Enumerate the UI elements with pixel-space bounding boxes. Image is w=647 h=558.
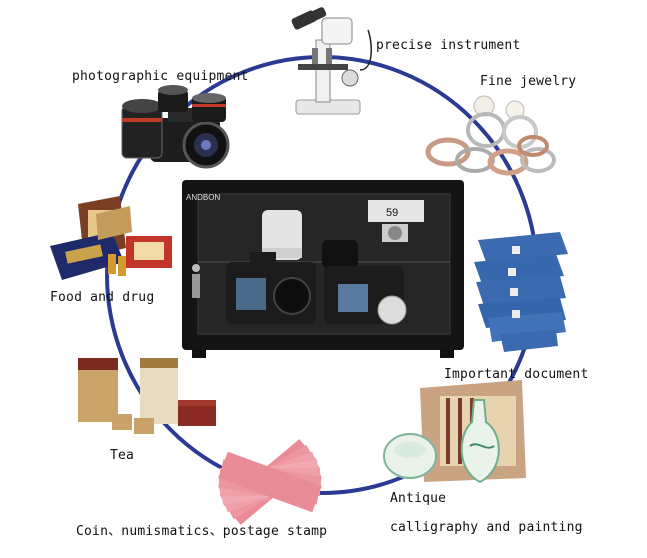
label-fine-jewelry: Fine jewelry bbox=[480, 74, 577, 89]
label-calligraphy-and-painting: calligraphy and painting bbox=[390, 520, 583, 535]
label-precise-instrument: precise instrument bbox=[376, 38, 521, 53]
label-food-and-drug: Food and drug bbox=[50, 290, 155, 305]
tea-canister-icon bbox=[78, 358, 216, 434]
label-antique: Antique bbox=[390, 491, 447, 506]
dry-cabinet bbox=[182, 180, 464, 358]
camera-lens-icon bbox=[121, 85, 230, 169]
label-tea: Tea bbox=[110, 448, 135, 463]
banknotes-icon bbox=[218, 439, 322, 525]
label-important-document: Important document bbox=[444, 367, 589, 382]
food-drug-box-icon bbox=[50, 196, 172, 280]
jewelry-rings-icon bbox=[425, 95, 556, 176]
microscope-icon bbox=[291, 7, 372, 115]
label-photographic-equipment: photographic equipment bbox=[72, 69, 249, 84]
cabinet-brand: ANDBON bbox=[186, 193, 220, 202]
porcelain-vase-icon bbox=[383, 380, 526, 484]
binder-stack-icon bbox=[474, 232, 568, 352]
cabinet-display-value: 59 bbox=[386, 207, 398, 219]
label-coin-numismatics-postage-stamp: Coin、numismatics、postage stamp bbox=[76, 524, 328, 539]
